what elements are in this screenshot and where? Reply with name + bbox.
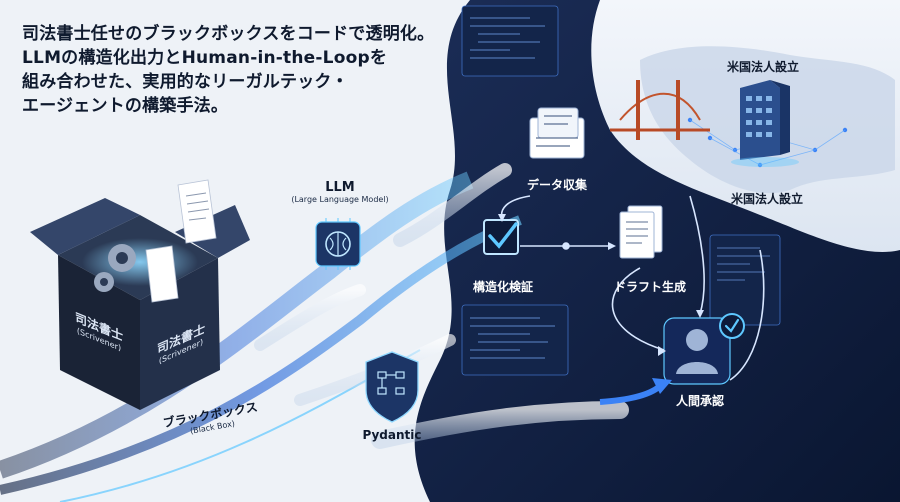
map-label-mid: 米国法人設立: [730, 192, 803, 206]
headline-line-2: LLMの構造化出力とHuman-in-the-Loopを: [22, 48, 388, 68]
headline: 司法書士任せのブラックボックスをコードで透明化。 LLMの構造化出力とHuman…: [22, 22, 442, 118]
flow-label-draft-generation: ドラフト生成: [613, 280, 686, 294]
code-window-right: [709, 234, 781, 326]
headline-line-3: 組み合わせた、実用的なリーガルテック・: [22, 72, 349, 92]
gear-icon: [94, 244, 136, 292]
llm-subtitle: (Large Language Model): [291, 195, 389, 204]
map-label-top: 米国法人設立: [726, 60, 799, 74]
headline-line-1: 司法書士任せのブラックボックスをコードで透明化。: [22, 24, 435, 44]
flow-label-data-collection: データ収集: [526, 178, 587, 192]
building-icon: [731, 80, 799, 167]
approval-arrow: [599, 383, 663, 405]
pydantic-label: Pydantic: [362, 428, 422, 442]
checkbox-icon: [483, 219, 519, 255]
draft-document-icon: [619, 205, 663, 259]
llm-label: LLM (Large Language Model): [290, 180, 390, 204]
shield-icon: [365, 351, 419, 423]
form-icon: [529, 107, 585, 159]
bridge-icon: [610, 80, 710, 140]
headline-line-4: エージェントの構築手法。: [22, 96, 229, 116]
code-window-mid: [461, 304, 569, 376]
brain-chip-icon: [315, 218, 361, 270]
llm-title: LLM: [325, 180, 355, 195]
flow-arrows: [500, 195, 765, 381]
flow-label-structured-validation: 構造化検証: [472, 280, 533, 294]
user-icon: [663, 313, 745, 385]
code-window-top: [461, 5, 559, 77]
document-icon: [145, 179, 217, 303]
flow-label-human-approval: 人間承認: [675, 394, 724, 408]
arrow-heads: [498, 214, 704, 356]
